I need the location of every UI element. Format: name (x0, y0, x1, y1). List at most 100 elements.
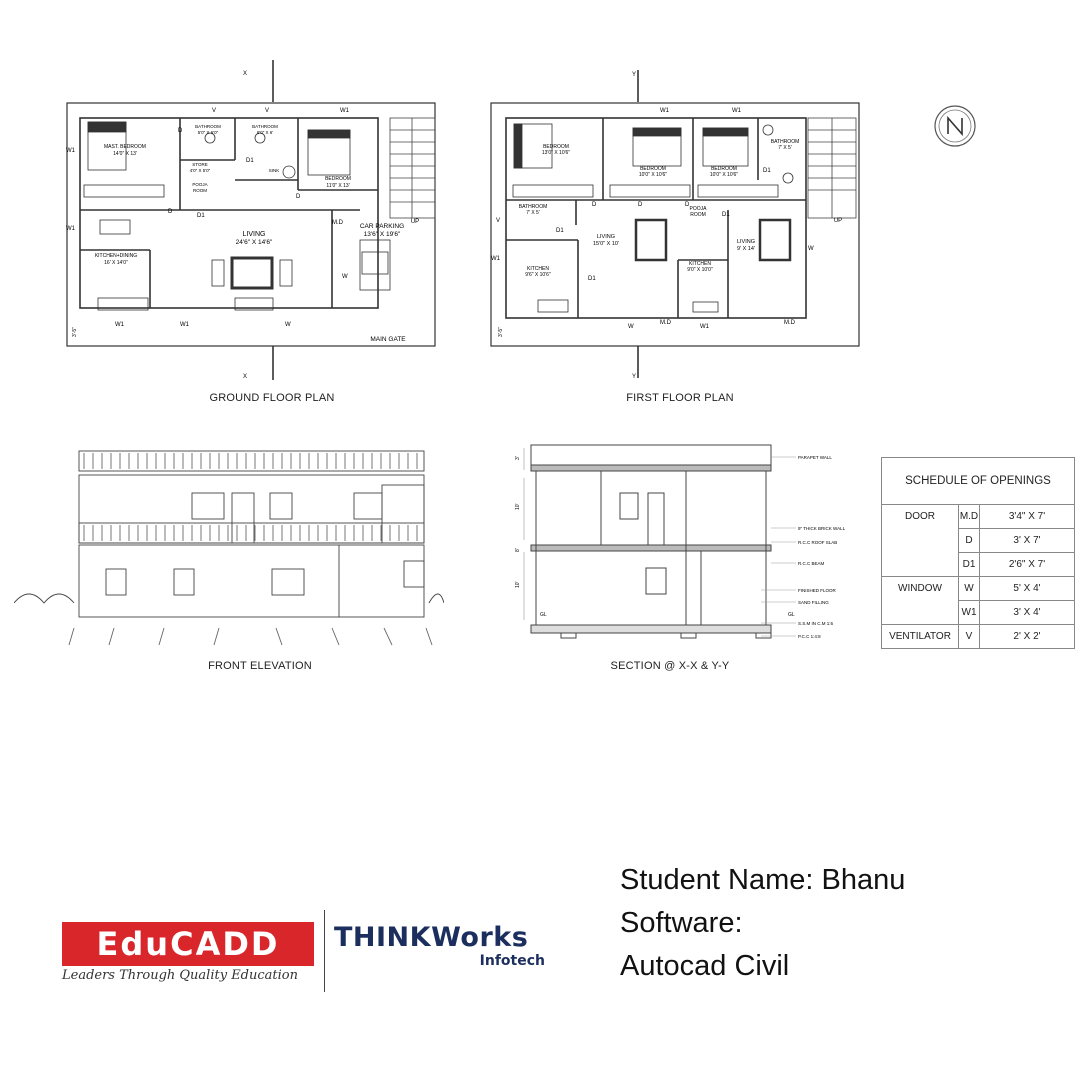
gf-bedroom-size: 11'0" X 13' (326, 183, 349, 189)
table-row: WINDOW W 5' X 4' (881, 576, 1075, 625)
gf-store-label: STORE (192, 162, 207, 167)
section-rcc-beam-label: R.C.C BEAM (798, 561, 825, 566)
gf-opening-w1-bottom: W1 (115, 322, 125, 328)
gf-master-bedroom-size: 14'0" X 13' (113, 151, 137, 157)
software-label: Software: (620, 907, 743, 939)
gf-main-gate-label: MAIN GATE (370, 336, 406, 343)
caption-ground-floor-plan: GROUND FLOOR PLAN (209, 392, 335, 404)
gf-dim-label: 3'-5" (72, 327, 78, 337)
gf-opening-d1b: D1 (197, 213, 205, 219)
schedule-size: 2'6" X 7' (979, 552, 1075, 577)
ff-kitchen2-label: KITCHEN (689, 261, 711, 267)
thinkworks-logo: THINKWorks Infotech (334, 922, 549, 969)
section-ssm-label: S.S.M IN C.M 1:6 (798, 621, 834, 626)
section-gl-left: GL (540, 612, 547, 618)
caption-front-elevation: FRONT ELEVATION (208, 660, 312, 672)
gf-opening-w-right: W (342, 274, 348, 280)
ff-bedroom1-label: BEDROOM (543, 144, 569, 150)
section-gl-right: GL (788, 612, 795, 618)
ff-opening-d3: D (685, 202, 690, 208)
ff-opening-w1-top2: W1 (732, 108, 742, 114)
schedule-size: 2' X 2' (979, 624, 1075, 649)
gf-car-parking-label: CAR PARKING (360, 223, 404, 230)
section-h4: 8' (515, 548, 521, 552)
ff-pooja-room-label: ROOM (690, 212, 706, 218)
table-row: D1 2'6" X 7' (882, 552, 1075, 577)
gf-bathroom2-label: BATHROOM (252, 124, 278, 129)
ff-pooja-label: POOJA (690, 206, 708, 212)
ff-opening-d1: D (592, 202, 597, 208)
gf-store-size: 4'0" X 5'0" (190, 168, 211, 173)
ff-living1-size: 15'0" X 10' (593, 241, 619, 247)
gf-opening-md: M.D (332, 220, 344, 226)
schedule-code: M.D (958, 504, 980, 529)
front-elevation (14, 450, 444, 646)
gf-opening-v2: V (265, 108, 269, 114)
schedule-code: W1 (958, 600, 980, 625)
ground-floor-plan: MAST. BEDROOM 14'0" X 13' BATHROOM 5'0" … (66, 60, 436, 380)
section-h1: 3' (515, 456, 521, 460)
gf-kitchen-size: 16' X 14'0" (104, 260, 128, 266)
ff-bathroom2-size: 7' X 5' (778, 145, 792, 151)
ff-opening-d1b: D1 (722, 212, 730, 218)
schedule-category: WINDOW (881, 576, 959, 625)
ff-up-label: UP (834, 218, 842, 224)
gf-opening-v1: V (212, 108, 216, 114)
ff-opening-w-bottom: W (628, 324, 634, 330)
ff-opening-d1d: D1 (588, 276, 596, 282)
section-h3: 10' (515, 581, 521, 588)
schedule-code: D1 (958, 552, 980, 577)
gf-bathroom1-label: BATHROOM (195, 124, 221, 129)
ff-bedroom3-size: 10'0" X 10'6" (710, 172, 738, 178)
schedule-code: D (958, 528, 980, 553)
ff-bathroom2-label: BATHROOM (771, 139, 800, 145)
section-h2: 10' (515, 503, 521, 510)
student-info: Student Name: Bhanu Software: Autocad Ci… (620, 859, 1060, 988)
ff-opening-w1-bottom: W1 (700, 324, 710, 330)
schedule-category: DOOR (881, 504, 959, 577)
ff-bedroom1-size: 13'0" X 10'6" (542, 150, 570, 156)
ff-opening-md2: M.D (784, 320, 796, 326)
ff-section-mark-top: Y (632, 72, 636, 78)
gf-living-label: LIVING (243, 231, 266, 238)
schedule-size: 3'4" X 7' (979, 504, 1075, 529)
ff-kitchen2-size: 9'0" X 10'0" (687, 267, 713, 273)
logo-divider (324, 910, 325, 992)
gf-bathroom1-size: 5'0" X 6'0" (198, 130, 219, 135)
gf-opening-w1-left2: W1 (66, 226, 76, 232)
gf-opening-w1-left: W1 (66, 148, 76, 154)
schedule-code: W (958, 576, 980, 601)
caption-section: SECTION @ X-X & Y-Y (610, 660, 730, 672)
gf-kitchen-label: KITCHEN+DINING (95, 253, 137, 259)
ff-bedroom2-label: BEDROOM (640, 166, 666, 172)
section-drawing: PARAPET WALL 9" THICK BRICK WALL R.C.C R… (515, 444, 846, 639)
first-floor-plan: BEDROOM 13'0" X 10'6" BEDROOM 10'0" X 10… (490, 70, 860, 380)
gf-pooja-room-label: ROOM (193, 188, 207, 193)
section-sand-filling-label: SAND FILLING (798, 600, 829, 605)
gf-section-mark-bottom: X (243, 374, 247, 380)
gf-opening-d1a: D1 (246, 158, 254, 164)
software-value: Autocad Civil (620, 950, 790, 982)
section-pcc-label: P.C.C 1:4:8 (798, 634, 821, 639)
ff-kitchen1-size: 9'6" X 10'6" (525, 272, 551, 278)
table-row: VENTILATOR V 2' X 2' (881, 624, 1075, 649)
thinkworks-sub: Infotech (479, 953, 545, 969)
ff-bedroom3-label: BEDROOM (711, 166, 737, 172)
ff-opening-v: V (496, 218, 500, 224)
section-rcc-slab-label: R.C.C ROOF SLAB (798, 540, 837, 545)
schedule-category: VENTILATOR (881, 624, 959, 649)
schedule-size: 3' X 4' (979, 600, 1075, 625)
gf-opening-d1: D (178, 128, 183, 134)
gf-bathroom2-size: 6'0" X 6' (257, 130, 273, 135)
gf-pooja-label: POOJA (192, 182, 207, 187)
student-name: Student Name: Bhanu (620, 864, 906, 896)
gf-living-size: 24'6" X 14'6" (236, 239, 273, 246)
gf-section-mark-top: X (243, 71, 247, 77)
table-row: DOOR M.D 3'4" X 7' (881, 504, 1075, 577)
ff-opening-d1c: D1 (763, 168, 771, 174)
gf-bedroom-label: BEDROOM (325, 176, 351, 182)
ff-living1-label: LIVING (597, 234, 615, 240)
gf-opening-d2: D (168, 209, 173, 215)
gf-opening-w1-top: W1 (340, 108, 350, 114)
educadd-wordmark: EduCADD (62, 922, 314, 966)
